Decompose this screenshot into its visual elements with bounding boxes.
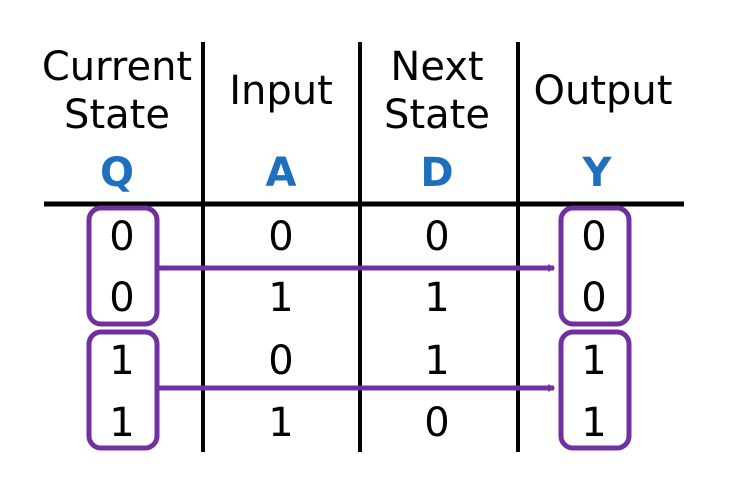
variable-q: Q xyxy=(100,150,134,196)
cell-y: 1 xyxy=(581,400,606,446)
cell-q: 1 xyxy=(109,400,134,446)
cell-d: 0 xyxy=(424,214,449,260)
header-next-state-line-1: Next xyxy=(390,44,483,90)
cell-q: 0 xyxy=(109,214,134,260)
header-input: Input xyxy=(229,68,333,114)
header-next-state: Next State xyxy=(384,44,490,138)
cell-y: 0 xyxy=(581,214,606,260)
header-current-state-line-2: State xyxy=(64,92,170,138)
cell-d: 0 xyxy=(424,400,449,446)
cell-d: 1 xyxy=(424,275,449,321)
cell-y: 0 xyxy=(581,275,606,321)
table-row: 0 1 1 0 xyxy=(109,275,606,321)
cell-q: 0 xyxy=(109,275,134,321)
cell-a: 1 xyxy=(268,275,293,321)
cell-y: 1 xyxy=(581,338,606,384)
cell-d: 1 xyxy=(424,338,449,384)
variable-a: A xyxy=(266,150,297,196)
table-row: 1 0 1 1 xyxy=(109,338,606,384)
header-current-state: Current State xyxy=(42,44,192,138)
cell-q: 1 xyxy=(109,338,134,384)
variable-d: D xyxy=(420,150,453,196)
header-next-state-line-2: State xyxy=(384,92,490,138)
table-row: 0 0 0 0 xyxy=(109,214,606,260)
header-output-line-1: Output xyxy=(534,68,673,114)
variable-y: Y xyxy=(582,150,613,196)
cell-a: 0 xyxy=(268,214,293,260)
output-group-1-box xyxy=(558,205,632,327)
header-output: Output xyxy=(534,68,673,114)
output-group-2-box xyxy=(558,329,632,451)
cell-a: 1 xyxy=(268,400,293,446)
table-row: 1 1 0 1 xyxy=(109,400,606,446)
header-current-state-line-1: Current xyxy=(42,44,192,90)
header-input-line-1: Input xyxy=(229,68,333,114)
cell-a: 0 xyxy=(268,338,293,384)
